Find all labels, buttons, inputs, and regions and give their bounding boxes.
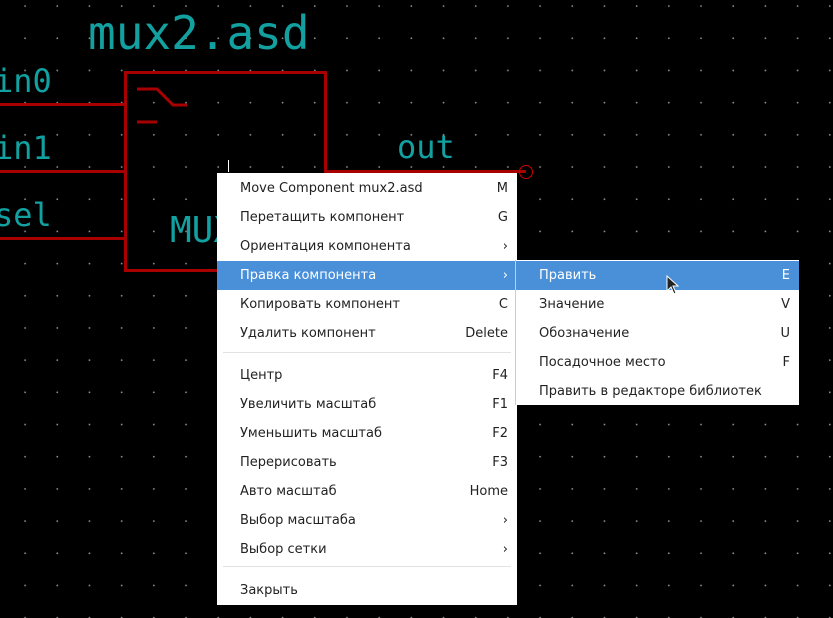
menu-item-shortcut: M xyxy=(496,181,508,196)
menu-item-label: Править в редакторе библиотек xyxy=(539,384,762,399)
pin-label-out: out xyxy=(397,128,455,166)
submenu-item-edit[interactable]: Править E xyxy=(516,261,799,290)
pin-label-in0: in0 xyxy=(0,62,52,100)
menu-item-label: Перетащить компонент xyxy=(240,210,405,225)
menu-item-shortcut: F1 xyxy=(492,397,508,412)
menu-item-zoom-out[interactable]: Уменьшить масштаб F2 xyxy=(217,419,517,448)
menu-item-label: Удалить компонент xyxy=(240,326,376,341)
chevron-right-icon: › xyxy=(502,268,508,283)
menu-item-zoom-select[interactable]: Выбор масштаба › xyxy=(217,506,517,535)
menu-item-shortcut: F2 xyxy=(492,426,508,441)
chevron-right-icon: › xyxy=(502,239,508,254)
component-title: mux2.asd xyxy=(88,6,310,60)
menu-item-move-component[interactable]: Move Component mux2.asd M xyxy=(217,174,517,203)
menu-item-redraw[interactable]: Перерисовать F3 xyxy=(217,448,517,477)
component-body-right xyxy=(324,71,327,173)
menu-item-label: Править xyxy=(539,268,597,283)
pin-label-in1: in1 xyxy=(0,129,52,167)
menu-item-label: Посадочное место xyxy=(539,355,666,370)
component-body-top xyxy=(124,71,327,74)
component-body-bottom xyxy=(124,269,219,272)
menu-item-shortcut: F xyxy=(782,355,790,370)
pin-in1-wire xyxy=(0,170,126,173)
menu-item-shortcut: G xyxy=(497,210,508,225)
menu-item-label: Обозначение xyxy=(539,326,630,341)
menu-item-label: Выбор сетки xyxy=(240,542,327,557)
menu-item-label: Центр xyxy=(240,368,283,383)
menu-item-label: Move Component mux2.asd xyxy=(240,181,423,196)
pin-in0-wire xyxy=(0,103,126,106)
menu-item-label: Правка компонента xyxy=(240,268,377,283)
menu-item-zoom-in[interactable]: Увеличить масштаб F1 xyxy=(217,390,517,419)
menu-item-shortcut: U xyxy=(780,326,790,341)
menu-separator xyxy=(223,352,511,353)
menu-item-shortcut: Delete xyxy=(465,326,508,341)
menu-separator xyxy=(223,566,511,567)
menu-item-grid-select[interactable]: Выбор сетки › xyxy=(217,535,517,564)
submenu-item-library-editor[interactable]: Править в редакторе библиотек xyxy=(516,377,799,406)
menu-item-label: Ориентация компонента xyxy=(240,239,411,254)
submenu-item-reference[interactable]: Обозначение U xyxy=(516,319,799,348)
menu-item-label: Уменьшить масштаб xyxy=(240,426,382,441)
edit-submenu: Править E Значение V Обозначение U Посадочн… xyxy=(515,260,799,405)
submenu-item-footprint[interactable]: Посадочное место F xyxy=(516,348,799,377)
menu-item-shortcut: F3 xyxy=(492,455,508,470)
menu-item-label: Увеличить масштаб xyxy=(240,397,377,412)
pin-end-marker xyxy=(519,165,533,179)
menu-item-label: Значение xyxy=(539,297,605,312)
menu-item-label: Перерисовать xyxy=(240,455,337,470)
mux-symbol-icon xyxy=(137,87,187,124)
menu-item-close[interactable]: Закрыть xyxy=(217,576,517,605)
chevron-right-icon: › xyxy=(502,513,508,528)
menu-item-shortcut: C xyxy=(498,297,508,312)
chevron-right-icon: › xyxy=(502,542,508,557)
pin-sel-wire xyxy=(0,237,126,240)
menu-item-drag-component[interactable]: Перетащить компонент G xyxy=(217,203,517,232)
menu-item-delete-component[interactable]: Удалить компонент Delete xyxy=(217,319,517,348)
context-menu: Move Component mux2.asd M Перетащить комп… xyxy=(217,173,517,605)
menu-item-shortcut: V xyxy=(781,297,790,312)
menu-item-label: Закрыть xyxy=(240,583,298,598)
menu-item-label: Авто масштаб xyxy=(240,484,337,499)
menu-item-auto-zoom[interactable]: Авто масштаб Home xyxy=(217,477,517,506)
menu-item-center[interactable]: Центр F4 xyxy=(217,361,517,390)
menu-item-shortcut: Home xyxy=(469,484,508,499)
menu-item-edit-component[interactable]: Правка компонента › xyxy=(217,261,517,290)
menu-item-label: Выбор масштаба xyxy=(240,513,356,528)
pin-out-wire xyxy=(326,170,526,173)
menu-item-copy-component[interactable]: Копировать компонент C xyxy=(217,290,517,319)
submenu-item-value[interactable]: Значение V xyxy=(516,290,799,319)
pin-label-sel: sel xyxy=(0,196,52,234)
menu-item-shortcut: F4 xyxy=(492,368,508,383)
menu-item-label: Копировать компонент xyxy=(240,297,400,312)
mouse-pointer-icon xyxy=(666,275,680,295)
crosshair-cursor xyxy=(228,160,229,172)
menu-item-shortcut: E xyxy=(781,268,790,283)
menu-item-orientation[interactable]: Ориентация компонента › xyxy=(217,232,517,261)
